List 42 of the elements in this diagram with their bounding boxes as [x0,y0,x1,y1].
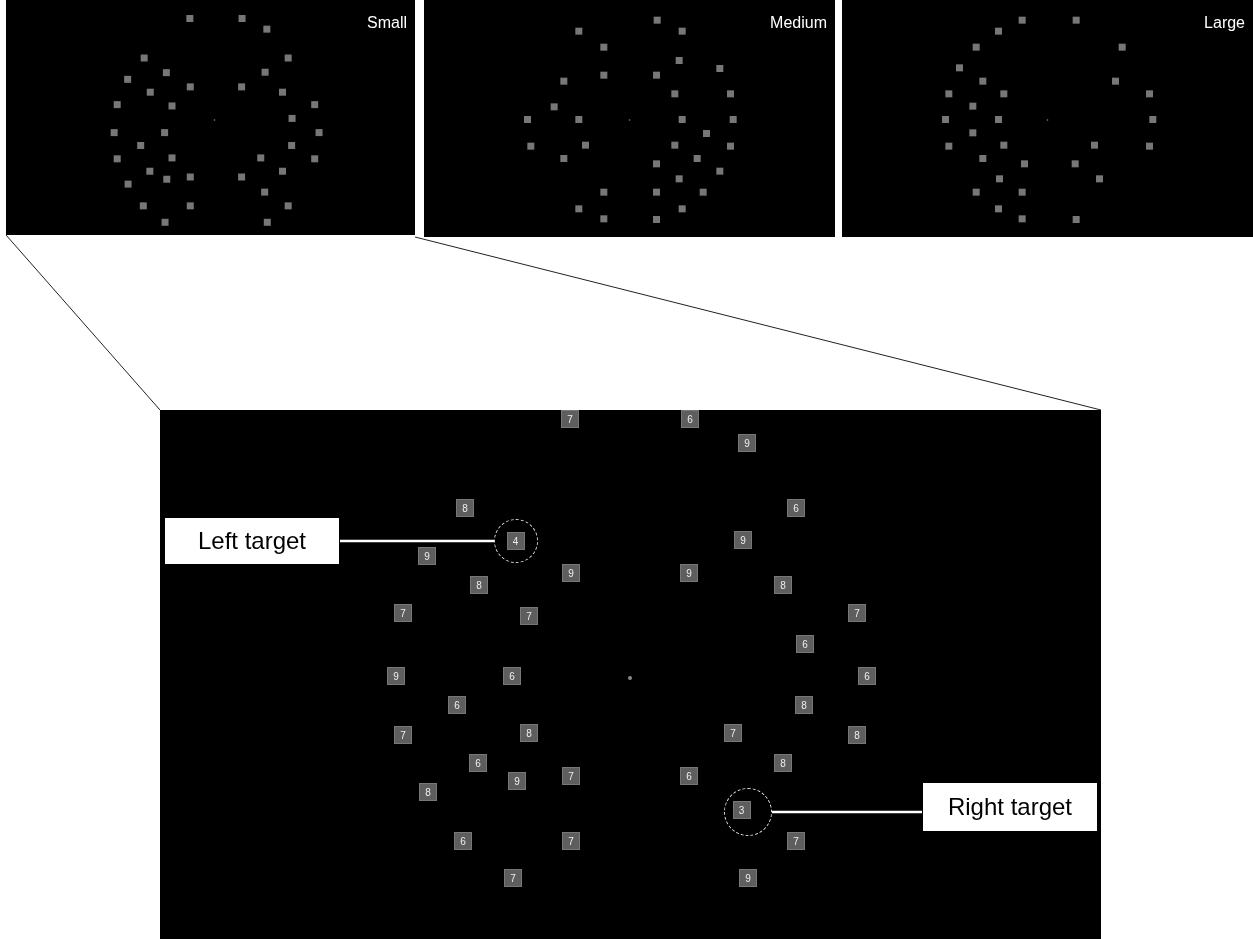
digit-square: 7 [520,607,538,625]
digit-square: 7 [394,726,412,744]
digit-square: 7 [561,410,579,428]
digit-square: 7 [562,832,580,850]
leader-line [340,539,494,543]
digit-square: 9 [562,564,580,582]
digit-square: 7 [562,767,580,785]
digit-square: 7 [848,604,866,622]
leader-line [772,810,922,814]
callout-box: Right target [922,782,1098,832]
digit-square: 8 [520,724,538,742]
digit-square: 9 [680,564,698,582]
digit-square: 8 [470,576,488,594]
digit-square: 6 [680,767,698,785]
digit-square: 9 [418,547,436,565]
digit-square: 6 [858,667,876,685]
digit-square: 8 [456,499,474,517]
digit-square: 9 [738,434,756,452]
callout-box: Left target [164,517,340,565]
digit-square: 6 [681,410,699,428]
digit-square: 7 [504,869,522,887]
digit-square: 7 [394,604,412,622]
digit-square: 8 [848,726,866,744]
digit-square: 6 [787,499,805,517]
panel-label: Small [367,14,407,32]
digit-square: 9 [739,869,757,887]
digit-square: 8 [774,576,792,594]
digit-square: 6 [796,635,814,653]
panel-label: Large [1204,14,1245,32]
panel-label: Medium [770,14,827,32]
digit-square: 9 [734,531,752,549]
digit-square: 6 [454,832,472,850]
digit-square: 7 [724,724,742,742]
digit-square: 7 [787,832,805,850]
digit-square: 8 [774,754,792,772]
digit-square: 8 [795,696,813,714]
digit-square: 6 [448,696,466,714]
digit-square: 6 [469,754,487,772]
digit-square: 9 [508,772,526,790]
digit-square: 6 [503,667,521,685]
digit-square: 9 [387,667,405,685]
digit-square: 8 [419,783,437,801]
